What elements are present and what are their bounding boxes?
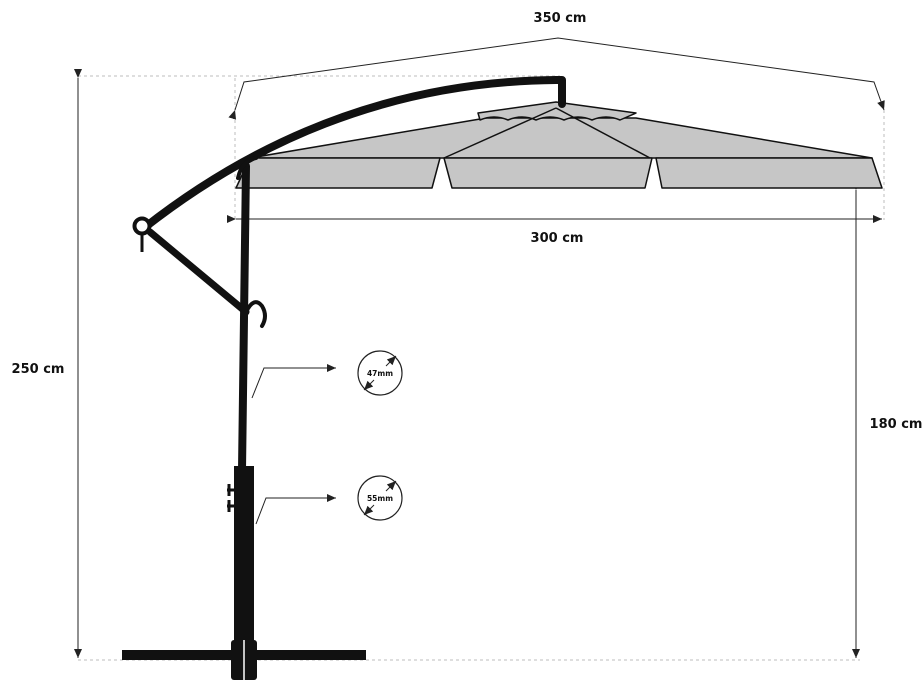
dim-350-label: 350 cm <box>534 11 587 26</box>
lower-gauge-arrow-bottom <box>363 504 375 516</box>
canopy-valance-right <box>655 157 883 189</box>
canopy-valance-center <box>443 157 653 189</box>
pole-knob-upper <box>227 484 234 496</box>
dim-350-line <box>228 37 885 120</box>
canopy-rib-left <box>443 107 557 159</box>
pole-knobs <box>227 484 234 512</box>
canopy <box>235 101 883 189</box>
dim-180-label: 180 cm <box>870 417 923 432</box>
canopy-rib-right <box>555 107 651 159</box>
canopy-valance-left <box>235 157 441 189</box>
pole-top-connector <box>236 156 258 180</box>
upper-gauge-arrow-top <box>385 355 397 367</box>
dim-300-label: 300 cm <box>531 231 584 246</box>
support-strut <box>146 228 250 316</box>
gauge-leaders <box>251 364 336 525</box>
lower-gauge-label: 55mm <box>367 494 393 503</box>
pole-knob-lower <box>227 500 234 512</box>
curved-arm <box>140 76 566 232</box>
upper-gauge-leader <box>251 364 336 399</box>
upper-gauge-label: 47mm <box>367 369 393 378</box>
main-pole <box>238 162 250 474</box>
dashed-guides <box>78 75 885 661</box>
lower-pole <box>234 466 254 644</box>
crank-handle-ring <box>132 216 152 236</box>
lower-gauge-arrow-top <box>385 480 397 492</box>
umbrella-frame <box>140 76 566 474</box>
dim-350 <box>228 37 885 120</box>
canopy-vent <box>477 101 637 121</box>
lower-gauge-leader <box>255 494 336 525</box>
lower-pole-gauge: 55mm <box>357 475 403 521</box>
upper-gauge-arrow-bottom <box>363 379 375 391</box>
strut-hook <box>244 300 267 328</box>
dim-250-label: 250 cm <box>12 362 65 377</box>
canopy-roof <box>249 117 873 159</box>
upper-pole-gauge: 47mm <box>357 350 403 396</box>
